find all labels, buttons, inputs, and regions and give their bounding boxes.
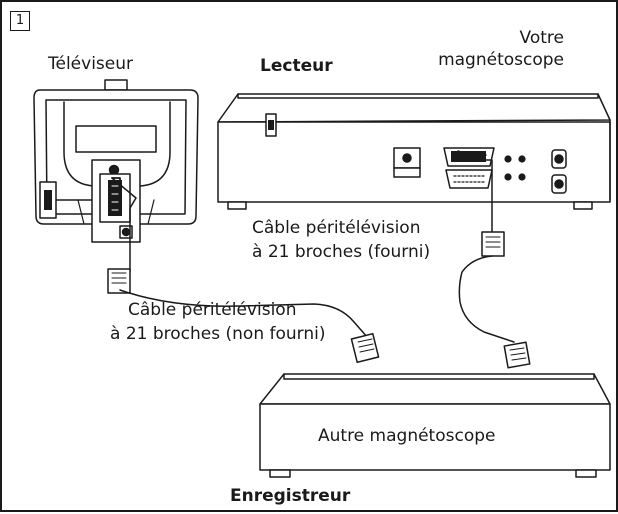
cable-supplied [457,150,531,369]
tv-rear [33,79,199,243]
other-vcr-label: Autre magnétoscope [318,426,496,446]
cable-not-supplied [107,177,380,364]
player-label: Lecteur [260,56,333,76]
player-vcr [217,93,611,210]
step-number-box: 1 [10,11,30,31]
cable-not-supplied-label-line2: à 21 broches (non fourni) [110,324,326,344]
recorder-label: Enregistreur [230,486,351,506]
tv-label: Téléviseur [48,54,133,74]
your-vcr-label-line1: Votre [519,28,564,48]
other-vcr [259,373,611,478]
cable-not-supplied-label-line1: Câble péritélévision [128,300,297,320]
your-vcr-label-line2: magnétoscope [438,50,564,70]
cable-supplied-label-line2: à 21 broches (fourni) [252,242,431,262]
cable-supplied-label-line1: Câble péritélévision [252,218,421,238]
